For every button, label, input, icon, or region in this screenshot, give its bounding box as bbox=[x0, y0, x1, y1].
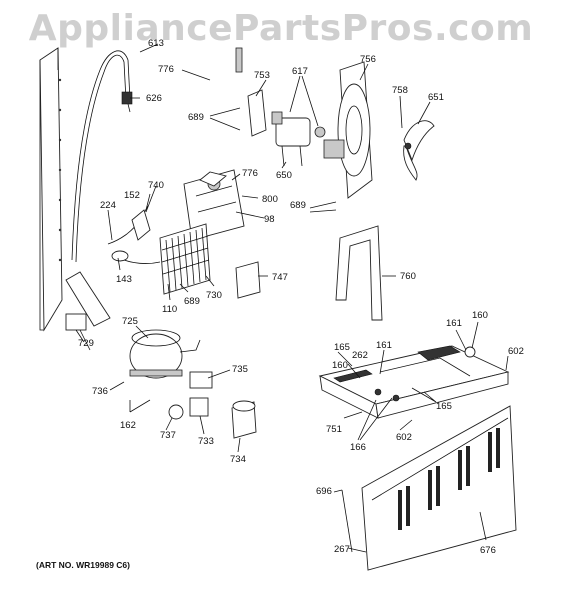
machine-compartment-floor bbox=[318, 345, 510, 419]
callout-747: 747 bbox=[272, 272, 288, 283]
callout-736: 736 bbox=[92, 386, 108, 397]
callout-165-b: 165 bbox=[436, 401, 452, 412]
access-panel bbox=[341, 405, 517, 571]
callout-735: 735 bbox=[232, 364, 248, 375]
callout-753: 753 bbox=[254, 70, 270, 81]
defrost-tube bbox=[335, 225, 383, 321]
callout-165: 165 bbox=[334, 342, 350, 353]
tubing-assembly bbox=[71, 50, 133, 263]
callout-160: 160 bbox=[472, 310, 488, 321]
callout-760: 760 bbox=[400, 271, 416, 282]
callout-737: 737 bbox=[160, 430, 176, 441]
callout-733: 733 bbox=[198, 436, 214, 447]
callout-800: 800 bbox=[262, 194, 278, 205]
watermark-logo: AppliancePartsPros.com bbox=[28, 8, 534, 49]
callout-602-b: 602 bbox=[396, 432, 412, 443]
cabinet-wall bbox=[39, 47, 63, 332]
callout-162: 162 bbox=[120, 420, 136, 431]
callout-267: 267 bbox=[334, 544, 350, 555]
callout-689-a: 689 bbox=[188, 112, 204, 123]
callout-740: 740 bbox=[148, 180, 164, 191]
callout-725: 725 bbox=[122, 316, 138, 327]
callout-626: 626 bbox=[146, 93, 162, 104]
callout-776-b: 776 bbox=[242, 168, 258, 179]
filter-drier-tubing bbox=[107, 205, 161, 264]
callout-734: 734 bbox=[230, 454, 246, 465]
callout-689-b: 689 bbox=[290, 200, 306, 211]
bracket-753 bbox=[235, 47, 267, 137]
lower-bracket bbox=[65, 271, 111, 351]
callout-650: 650 bbox=[276, 170, 292, 181]
callout-262: 262 bbox=[352, 350, 368, 361]
callout-160-b: 160 bbox=[332, 360, 348, 371]
callout-651: 651 bbox=[428, 92, 444, 103]
callout-labels: 776 613 626 753 617 756 758 651 689 650 … bbox=[78, 38, 524, 556]
wiring-label bbox=[235, 261, 261, 299]
callout-166: 166 bbox=[350, 442, 366, 453]
callout-613: 613 bbox=[148, 38, 164, 49]
callout-602: 602 bbox=[508, 346, 524, 357]
callout-152: 152 bbox=[124, 190, 140, 201]
callout-224: 224 bbox=[100, 200, 116, 211]
callout-729: 729 bbox=[78, 338, 94, 349]
condenser-coil bbox=[159, 223, 211, 295]
callout-617: 617 bbox=[292, 66, 308, 77]
compressor-relay bbox=[168, 371, 213, 420]
drain-pan-bracket bbox=[183, 169, 245, 241]
callout-161: 161 bbox=[446, 318, 462, 329]
callout-110: 110 bbox=[162, 304, 177, 315]
callout-751: 751 bbox=[326, 424, 342, 435]
callout-689-c: 689 bbox=[184, 296, 200, 307]
callout-696: 696 bbox=[316, 486, 332, 497]
callout-143: 143 bbox=[116, 274, 132, 285]
callout-676: 676 bbox=[480, 545, 496, 556]
fan-motor bbox=[271, 111, 326, 167]
callout-98: 98 bbox=[264, 214, 275, 225]
fan-blade bbox=[403, 120, 435, 181]
compressor bbox=[129, 329, 201, 379]
callout-756: 756 bbox=[360, 54, 376, 65]
callout-776: 776 bbox=[158, 64, 174, 75]
callout-161-b: 161 bbox=[376, 340, 392, 351]
callout-730: 730 bbox=[206, 290, 222, 301]
callout-758: 758 bbox=[392, 85, 408, 96]
leader-lines bbox=[75, 43, 509, 553]
art-number: (ART NO. WR19989 C6) bbox=[36, 560, 130, 570]
fan-shroud bbox=[323, 61, 373, 199]
capacitor bbox=[231, 400, 257, 439]
